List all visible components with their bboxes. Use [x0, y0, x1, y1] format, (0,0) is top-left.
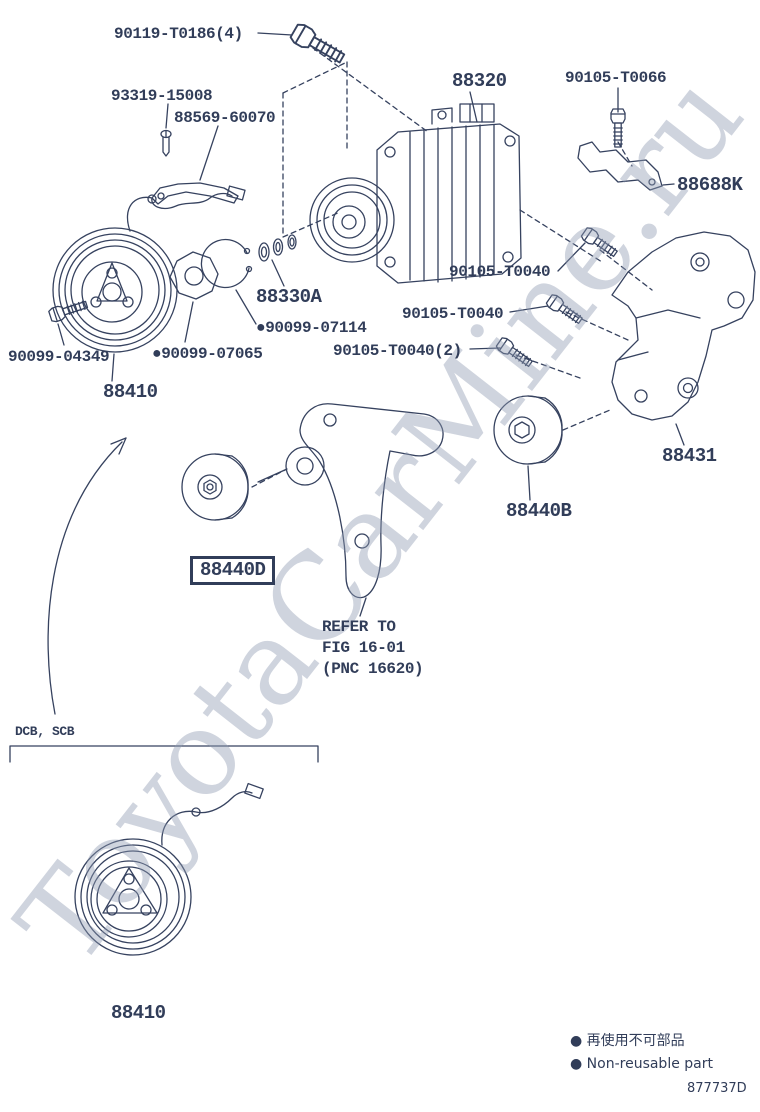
part-label-88431: 88431 — [662, 445, 717, 467]
part-label-88320: 88320 — [452, 70, 507, 92]
legend: ● 再使用不可部品 ● Non-reusable part — [570, 1030, 713, 1076]
document-number: 877737D — [687, 1081, 747, 1096]
part-label-93319-15008: 93319-15008 — [111, 87, 213, 105]
part-label-90105-T0040-a: 90105-T0040 — [449, 263, 551, 281]
screw-93319-drawing — [160, 129, 172, 157]
clutch-pulley-88410-bottom-drawing — [74, 782, 264, 956]
tension-bracket-drawing — [257, 403, 444, 599]
part-label-88569-60070: 88569-60070 — [174, 109, 276, 127]
part-label-90099-07114: ●90099-07114 — [256, 319, 367, 337]
part-label-88440D: 88440D — [190, 556, 276, 585]
idler-pulley-88440D-drawing — [181, 453, 249, 521]
inset-label-dcb-scb: DCB, SCB — [15, 724, 75, 739]
legend-non-reusable-jp: ● 再使用不可部品 — [570, 1033, 685, 1049]
bolt-t0040-c-drawing — [494, 335, 536, 371]
part-label-90119-T0186: 90119-T0186(4) — [114, 25, 243, 43]
refer-note-line3: (PNC 16620) — [322, 660, 424, 678]
bracket-88569-drawing — [151, 182, 239, 205]
part-label-88440B: 88440B — [506, 500, 572, 522]
rotor-plate-drawing — [169, 251, 219, 300]
part-label-90105-T0066: 90105-T0066 — [565, 69, 667, 87]
part-label-88688K: 88688K — [677, 174, 743, 196]
bolt-t0040-a-drawing — [579, 225, 621, 261]
idler-pulley-88440B-drawing — [493, 395, 563, 465]
part-label-88330A: 88330A — [256, 286, 322, 308]
part-label-90099-07065: ●90099-07065 — [152, 345, 263, 363]
part-label-88410-top: 88410 — [103, 381, 158, 403]
compressor-88320-drawing — [309, 103, 522, 284]
refer-note-line2: FIG 16-01 — [322, 639, 405, 657]
part-label-90105-T0040-b: 90105-T0040 — [402, 305, 504, 323]
inset-frame — [9, 745, 319, 763]
snap-ring-drawing — [200, 238, 253, 289]
refer-note-line1: REFER TO — [322, 618, 396, 636]
bolt-t0040-b-drawing — [544, 292, 586, 328]
legend-non-reusable-en: ● Non-reusable part — [570, 1056, 713, 1072]
part-label-88410-bottom: 88410 — [111, 1002, 166, 1024]
washers-88330A-drawing — [258, 234, 297, 262]
bracket-88688K-drawing — [577, 141, 663, 191]
reference-arrow — [47, 437, 127, 715]
leader-lines — [57, 32, 685, 617]
bolt-t0066-drawing — [610, 108, 626, 148]
bracket-88431-drawing — [611, 231, 756, 421]
bolt-90119-drawing — [288, 21, 348, 69]
part-label-90105-T0040-c: 90105-T0040(2) — [333, 342, 462, 360]
part-label-90099-04349: 90099-04349 — [8, 348, 110, 366]
